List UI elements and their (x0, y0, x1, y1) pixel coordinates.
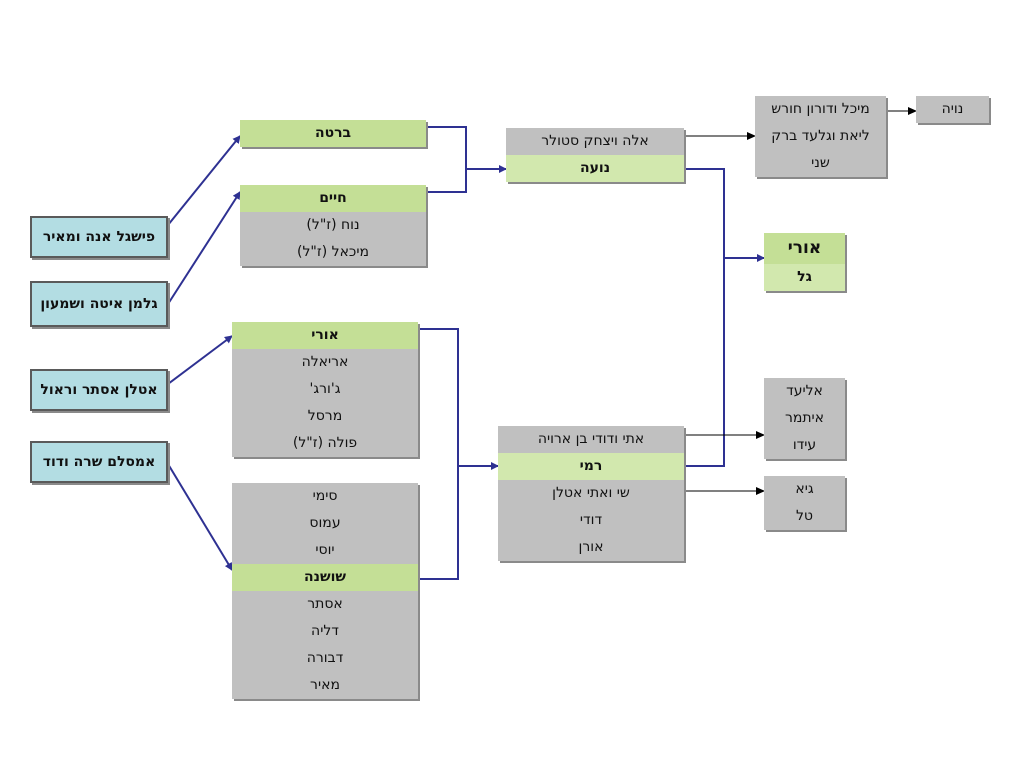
shoshana-sibling: דליה (232, 618, 418, 645)
rami-sibling: דודי (498, 507, 684, 534)
noya-box: נויה (916, 96, 989, 123)
line-fishgal-to-bracha (167, 135, 241, 226)
uri-sibling: אריאלה (232, 349, 418, 376)
bracket-uri-shoshana (418, 328, 459, 580)
chaim-sibling: מיכאל (ז"ל) (240, 239, 426, 266)
grandparents-gelman: גלמן איטה ושמעון (30, 281, 168, 327)
uri-box: אורי אריאלה ג'ורג' מרסל פולה (ז"ל) (232, 322, 418, 457)
grandparents-atlan: אטלן אסתר וראול (30, 369, 168, 411)
bracket-bracha-chaim (426, 126, 467, 193)
chaim-sibling: נוח (ז"ל) (240, 212, 426, 239)
bracket-noa-rami (684, 168, 725, 467)
shoshana-sibling: סימי (232, 483, 418, 510)
line-gelman-to-chaim (167, 191, 241, 305)
bracha-name: ברטה (240, 120, 426, 147)
noa-box: אלה ויצחק סטולר נועה (506, 128, 684, 182)
child-uri: אורי (764, 233, 845, 264)
line-atlan-to-uri (167, 335, 233, 385)
ella-child: שני (755, 150, 886, 177)
ella-child: ליאת וגלעד ברק (755, 123, 886, 150)
grandparents-amsalem: אמסלם שרה ודוד (30, 441, 168, 483)
grandparents-fishgal: פישגל אנה ומאיר (30, 216, 168, 258)
ella-child: מיכל ודורון חורש (755, 96, 886, 123)
child-gal: גל (764, 264, 845, 291)
uri-name: אורי (232, 322, 418, 349)
shoshana-box: סימי עמוס יוסי שושנה אסתר דליה דבורה מאי… (232, 483, 418, 699)
shoshana-sibling: אסתר (232, 591, 418, 618)
rami-sibling: אתי ודודי בן ארויה (498, 426, 684, 453)
shai-child: טל (764, 503, 845, 530)
rami-sibling: שי ואתי אטלן (498, 480, 684, 507)
uri-sibling: מרסל (232, 403, 418, 430)
noa-sibling: אלה ויצחק סטולר (506, 128, 684, 155)
uri-sibling: פולה (ז"ל) (232, 430, 418, 457)
shoshana-name: שושנה (232, 564, 418, 591)
uri-sibling: ג'ורג' (232, 376, 418, 403)
chaim-name: חיים (240, 185, 426, 212)
etti-child: איתמר (764, 405, 845, 432)
line-amsalem-to-shoshana (167, 463, 233, 571)
shoshana-sibling: עמוס (232, 510, 418, 537)
bracha-box: ברטה (240, 120, 426, 147)
shoshana-sibling: מאיר (232, 672, 418, 699)
ella-children-box: מיכל ודורון חורש ליאת וגלעד ברק שני (755, 96, 886, 177)
children-box: אורי גל (764, 233, 845, 291)
etti-child: עידו (764, 432, 845, 459)
rami-sibling: אורן (498, 534, 684, 561)
etti-children-box: אליעד איתמר עידו (764, 378, 845, 459)
shai-child: גיא (764, 476, 845, 503)
etti-child: אליעד (764, 378, 845, 405)
chaim-box: חיים נוח (ז"ל) מיכאל (ז"ל) (240, 185, 426, 266)
noa-name: נועה (506, 155, 684, 182)
noya-name: נויה (916, 96, 989, 123)
rami-box: אתי ודודי בן ארויה רמי שי ואתי אטלן דודי… (498, 426, 684, 561)
rami-name: רמי (498, 453, 684, 480)
shoshana-sibling: דבורה (232, 645, 418, 672)
shai-children-box: גיא טל (764, 476, 845, 530)
shoshana-sibling: יוסי (232, 537, 418, 564)
